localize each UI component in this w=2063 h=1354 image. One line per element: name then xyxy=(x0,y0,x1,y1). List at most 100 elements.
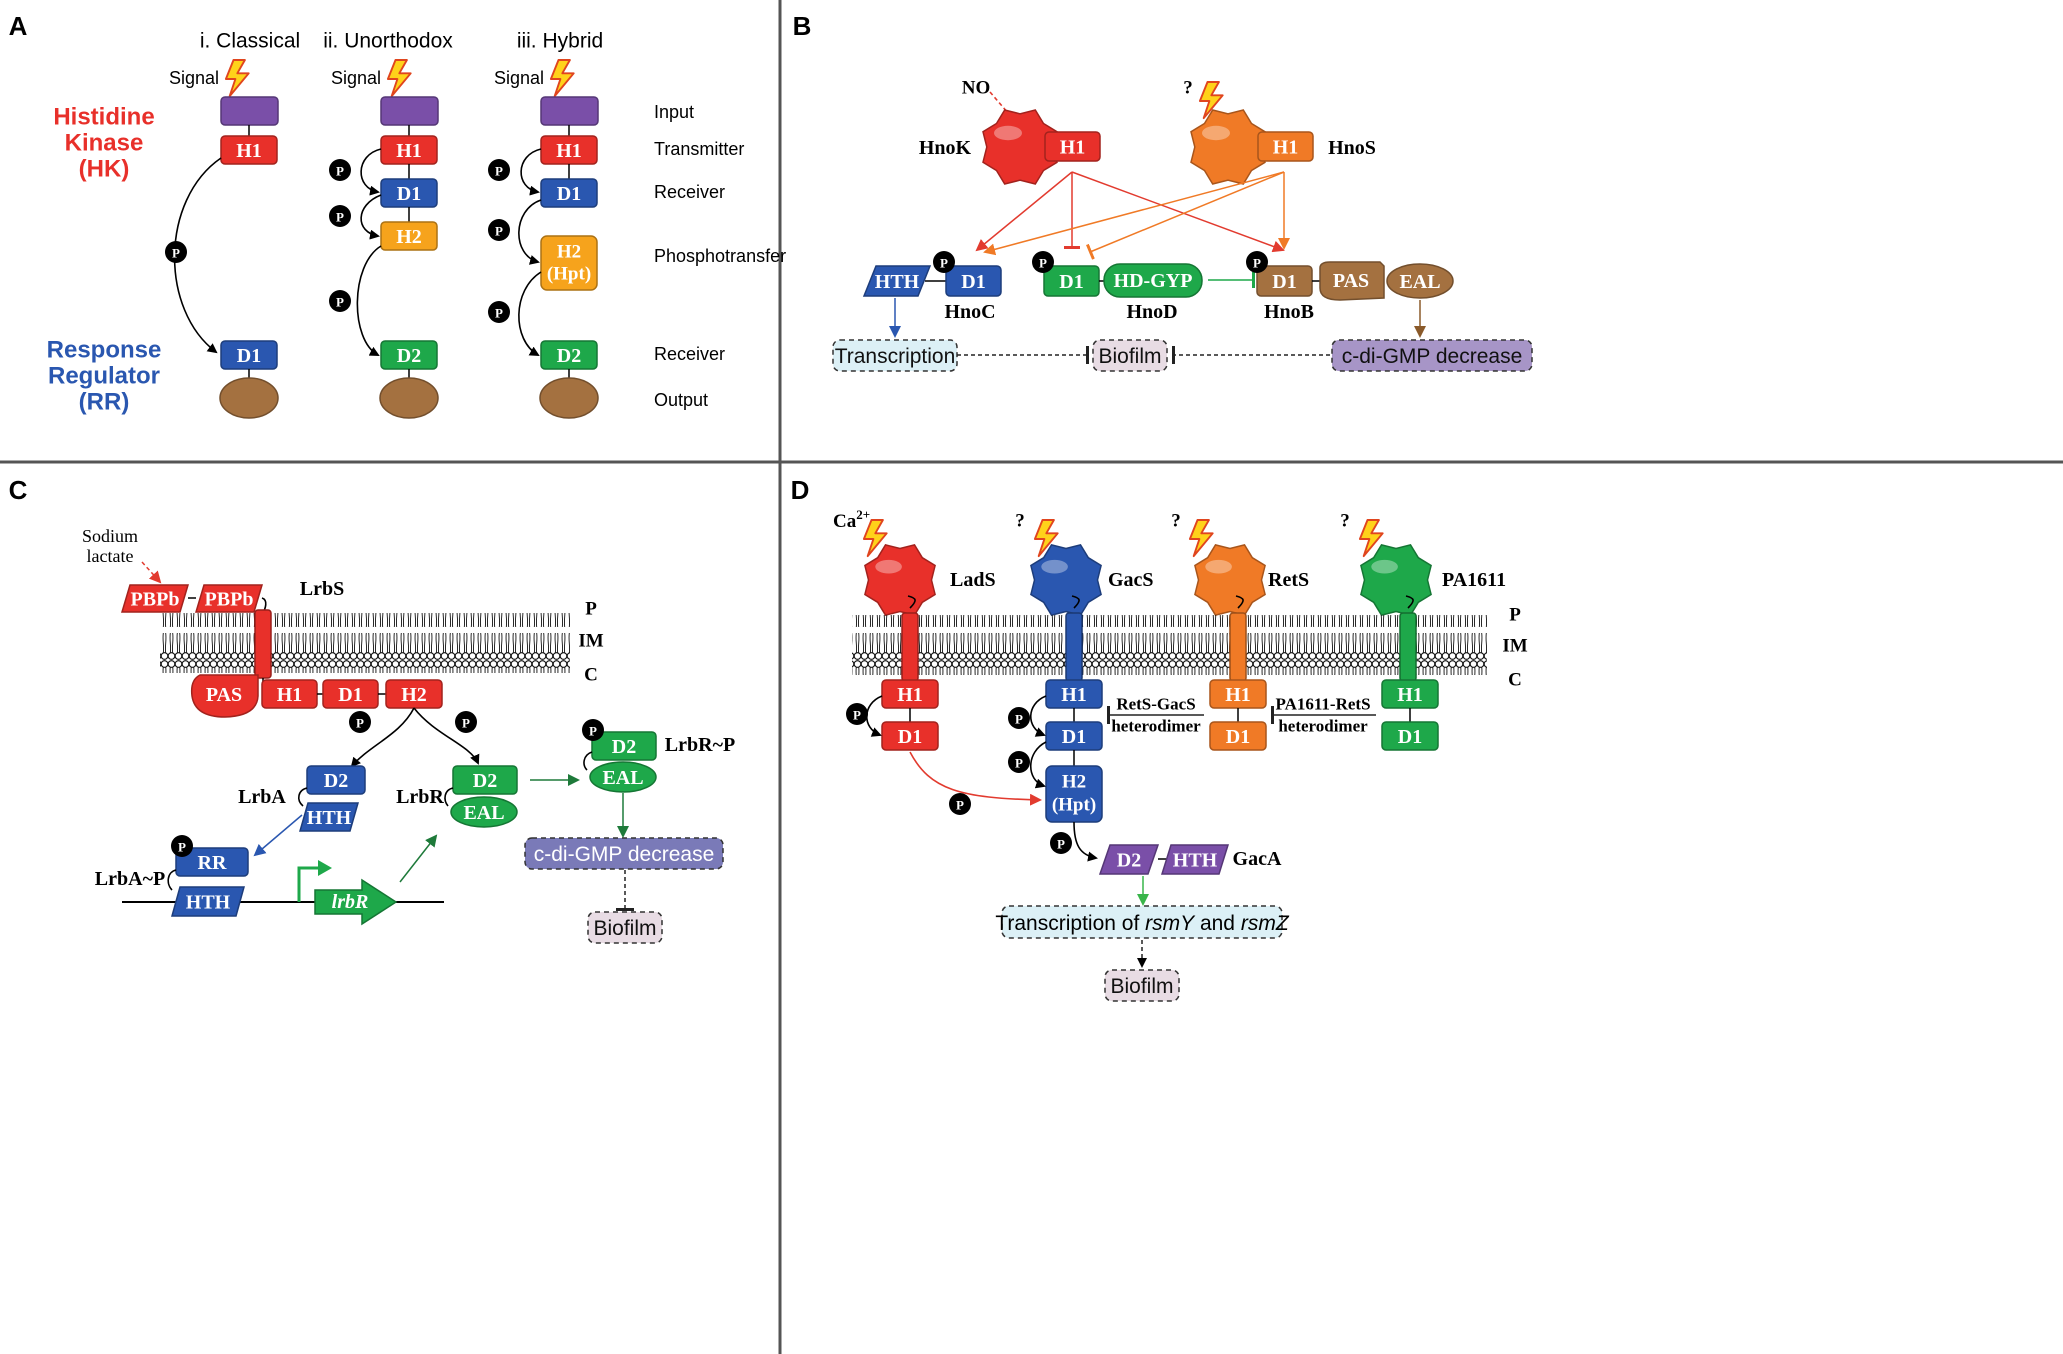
pa1611-label: PA1611 xyxy=(1442,569,1506,591)
phosphate-icon xyxy=(1008,751,1030,773)
lrbs-label: LrbS xyxy=(300,578,344,600)
phosphate-label: P xyxy=(589,724,597,739)
d1-domain-classical-label: D1 xyxy=(237,345,261,367)
p-arrow xyxy=(356,245,382,356)
output-domain-classical xyxy=(219,377,279,419)
hnos-h1 xyxy=(1257,131,1314,162)
lrbap-label: LrbA~P xyxy=(95,868,165,890)
hnoc-label: HnoC xyxy=(944,301,995,323)
hpt-label-hpt: (Hpt) xyxy=(547,264,591,285)
phosphate-label: P xyxy=(1015,712,1023,727)
hnob-pas xyxy=(1319,261,1385,301)
hnod-label: HnoD xyxy=(1126,301,1177,323)
signal-label-1: Signal xyxy=(331,68,381,88)
phosphate-label: P xyxy=(495,224,503,239)
connector xyxy=(907,595,916,609)
pa1611-d1 xyxy=(1381,721,1439,751)
lrbap-rr xyxy=(175,847,249,877)
connector xyxy=(1235,595,1244,609)
rets-sensor-highlight xyxy=(1205,559,1232,574)
phosphate-icon xyxy=(846,703,868,725)
phosphate-label: P xyxy=(495,306,503,321)
gacs-sensor xyxy=(1030,544,1102,616)
hnos-sensor-highlight xyxy=(1202,125,1230,141)
panel-b-letter: B xyxy=(793,11,812,41)
phosphate-label: P xyxy=(336,295,344,310)
lightning-icon xyxy=(1188,519,1214,558)
transcription-part-trans_mid: and xyxy=(1194,912,1241,935)
pbpb-domain-2 xyxy=(194,584,264,613)
phosphate-icon xyxy=(171,835,193,857)
lrba-d2-label: D2 xyxy=(324,770,348,792)
phosphate-icon xyxy=(329,290,351,312)
gacs-hpt-label: (Hpt) xyxy=(1052,795,1096,816)
lrbr-d2-label: D2 xyxy=(473,770,497,792)
panel-c-letter: C xyxy=(9,475,28,505)
h1-domain-unorthodox-label: H1 xyxy=(396,140,422,162)
calcium-label-main: Ca xyxy=(833,511,857,532)
hnoc-hth xyxy=(862,265,932,297)
phosphate-icon xyxy=(329,159,351,181)
phosphate-icon xyxy=(949,793,971,815)
hk-title-line1: Histidine xyxy=(53,104,154,131)
hnos-signal-question: ? xyxy=(1183,78,1193,99)
rets-sensor xyxy=(1194,544,1266,616)
cdigmp-box-b xyxy=(1331,339,1533,372)
p-arrow xyxy=(866,695,883,737)
hnok-h1-label: H1 xyxy=(1060,137,1086,159)
h1-domain-classical-label: H1 xyxy=(236,140,262,162)
cdigmp-box-c xyxy=(524,837,724,870)
phosphate-icon xyxy=(165,241,187,263)
calcium-label: Ca2+ xyxy=(833,507,870,532)
arrow-hnos-hnoc xyxy=(983,171,1285,256)
promoter-icon xyxy=(297,866,320,902)
transcription-part-rsmy: rsmY xyxy=(1145,912,1196,935)
lrbr-eal xyxy=(450,796,518,828)
signal-question-0: ? xyxy=(1015,511,1025,532)
connector xyxy=(298,787,308,807)
hnod-d1-label: D1 xyxy=(1059,271,1083,293)
sodium-label-line1: Sodium xyxy=(82,526,138,546)
phosphate-label: P xyxy=(853,708,861,723)
phosphate-icon xyxy=(488,301,510,323)
lrbrp-eal-label: EAL xyxy=(602,767,643,789)
hnoc-d1-label: D1 xyxy=(961,271,985,293)
hnos-label: HnoS xyxy=(1328,137,1376,159)
hnob-pas-label: PAS xyxy=(1333,270,1369,292)
tm-helix-3 xyxy=(1399,612,1417,682)
phosphate-icon xyxy=(582,719,604,741)
gacs-d1-label: D1 xyxy=(1062,726,1086,748)
lrbs-pas xyxy=(190,674,259,718)
phosphate-label: P xyxy=(495,164,503,179)
phosphate-icon xyxy=(1050,832,1072,854)
phosphate-icon xyxy=(1008,707,1030,729)
phosphate-label: P xyxy=(1039,256,1047,271)
biofilm-box-b xyxy=(1092,339,1168,372)
hnok-sensor-highlight xyxy=(994,125,1022,141)
input-domain-0 xyxy=(220,96,279,126)
pa1611-d1-label: D1 xyxy=(1398,726,1422,748)
hnob-d1-label: D1 xyxy=(1272,271,1296,293)
phosphate-label: P xyxy=(356,716,364,731)
lrbr-eal-label: EAL xyxy=(463,802,504,824)
phosphate-icon xyxy=(1032,251,1054,273)
connector xyxy=(444,787,454,807)
row-label-4: Receiver xyxy=(654,344,725,364)
transcription-rsm-box xyxy=(1001,905,1283,939)
connector xyxy=(167,869,177,891)
hnok-sensor xyxy=(982,109,1058,185)
membrane-c xyxy=(160,613,570,673)
d2-domain-unorthodox-label: D2 xyxy=(397,345,421,367)
lrbrp-d2 xyxy=(591,731,657,761)
h1-domain-hybrid-label: H1 xyxy=(556,140,582,162)
phosphate-label: P xyxy=(1253,256,1261,271)
d1-domain-unorthodox-label: D1 xyxy=(397,183,421,205)
inner-membrane-label-d: IM xyxy=(1502,636,1527,657)
hnos-sensor xyxy=(1190,109,1266,185)
phosphate-icon xyxy=(488,159,510,181)
h1-domain-classical xyxy=(220,135,278,165)
rr-title-line3: (RR) xyxy=(79,389,130,416)
rets-h1-label: H1 xyxy=(1225,684,1251,706)
gacs-label: GacS xyxy=(1108,569,1154,591)
